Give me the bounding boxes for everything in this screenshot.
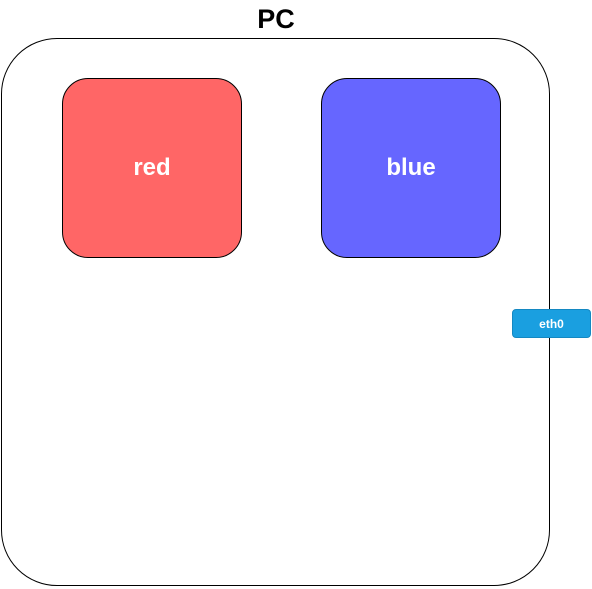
blue-container-box: blue: [321, 78, 501, 258]
red-container-box: red: [62, 78, 242, 258]
eth0-interface-label: eth0: [539, 316, 564, 331]
red-container-label: red: [133, 154, 171, 181]
pc-host-label: PC: [257, 4, 295, 34]
eth0-interface-badge: eth0: [512, 309, 591, 338]
blue-container-label: blue: [386, 154, 436, 181]
